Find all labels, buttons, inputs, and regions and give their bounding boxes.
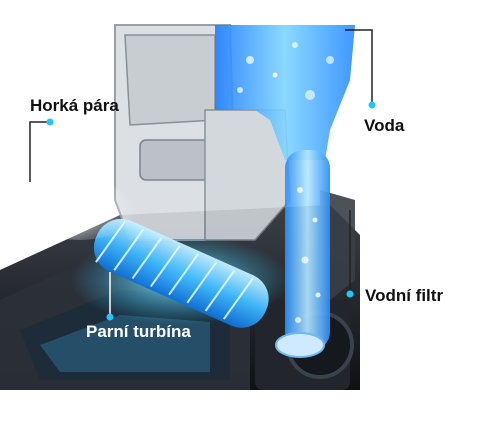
water-tank: [215, 25, 355, 160]
label-water: Voda: [364, 116, 405, 135]
dot-markers: [46, 101, 376, 321]
label-hot-steam: Horká pára: [30, 96, 119, 115]
label-steam-turbine: Parní turbína: [86, 322, 191, 341]
marker-water-filter: [346, 290, 354, 298]
leader-water: [345, 29, 373, 105]
steam-turbine: [70, 218, 290, 328]
marker-hot-steam: [46, 118, 54, 126]
leader-lines: [29, 29, 373, 315]
water-filter-tube: [275, 150, 330, 358]
label-water-filter: Vodní filtr: [365, 286, 444, 305]
leader-hot-steam: [29, 121, 50, 182]
marker-steam-turbine: [106, 313, 114, 321]
marker-water: [368, 101, 376, 109]
